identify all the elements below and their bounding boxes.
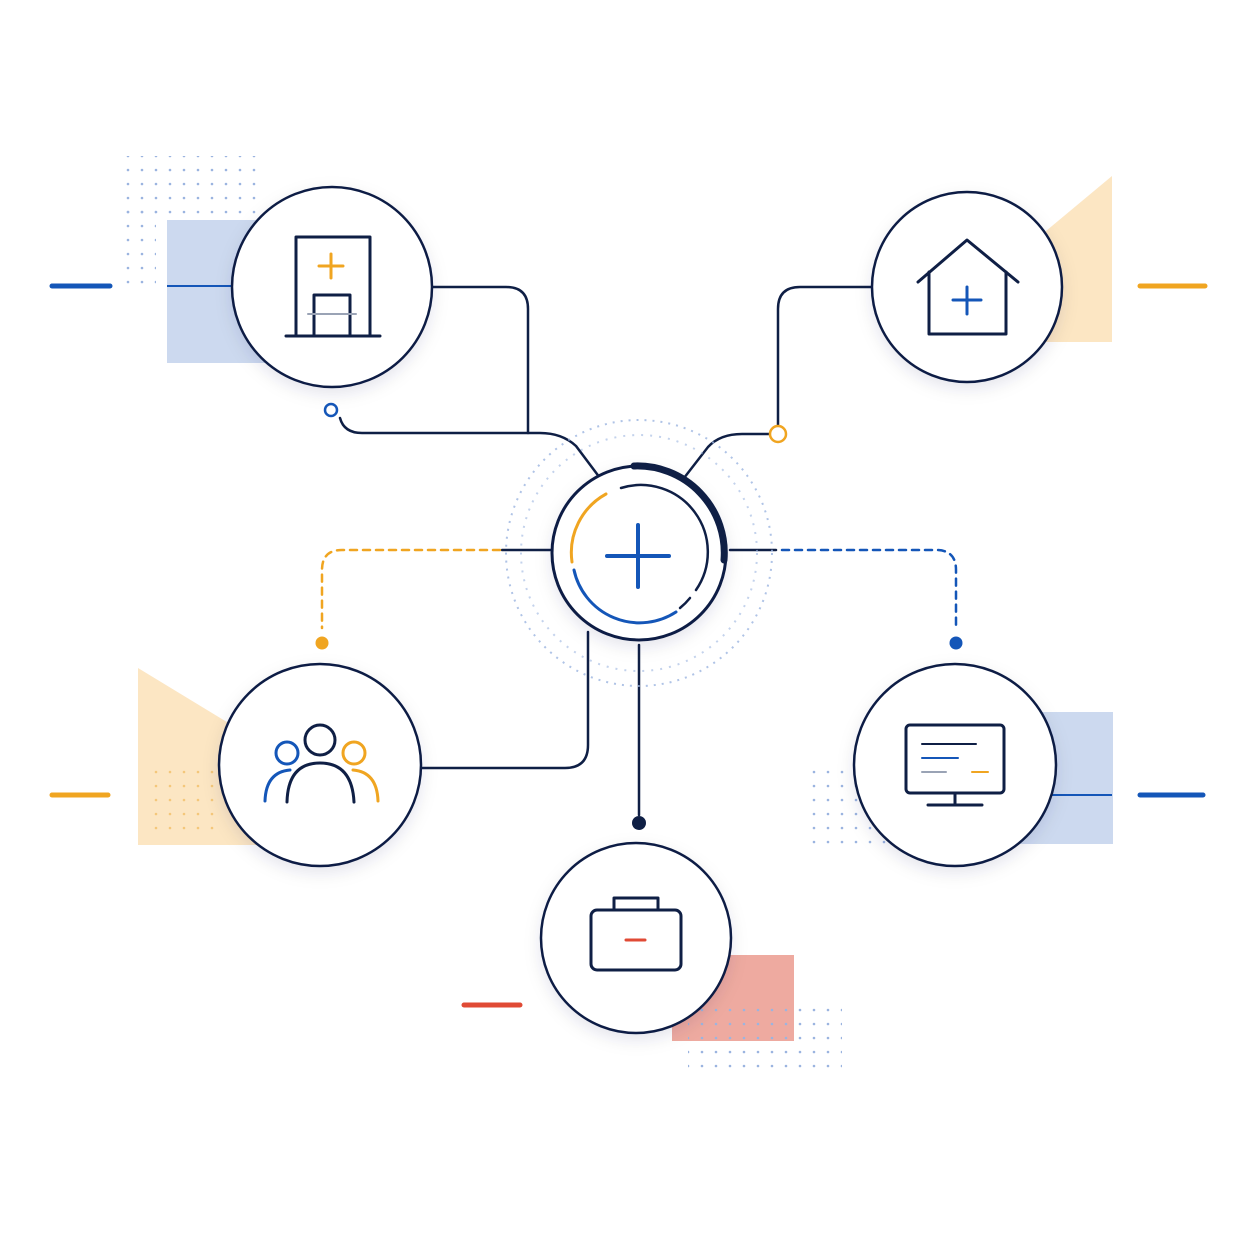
- connector-node-first-aid: [632, 816, 646, 830]
- hub-inner-ring-blue: [572, 568, 678, 625]
- connector-node-home-care: [768, 424, 788, 444]
- hub-halo-outer: [505, 419, 773, 687]
- connector-patients-to-hub: [420, 630, 590, 770]
- first-aid-kit-icon: [589, 896, 683, 972]
- connector-home-care: [776, 285, 874, 435]
- node-telehealth[interactable]: [852, 662, 1058, 868]
- dot-grid-bottom: [688, 1005, 842, 1075]
- dot-grid-left: [154, 762, 224, 832]
- connector-hospital: [430, 285, 530, 435]
- connector-node-patients: [315, 636, 329, 650]
- node-home-care[interactable]: [870, 190, 1064, 384]
- connector-node-hospital: [323, 402, 339, 418]
- medical-plus-icon: [605, 523, 671, 589]
- hub-inner-ring-gap: [678, 596, 692, 610]
- dot-grid-top-left-column: [126, 200, 156, 290]
- node-first-aid-circle: [539, 841, 733, 1035]
- node-hospital[interactable]: [230, 185, 434, 389]
- connector-hospital-to-hub: [338, 416, 602, 480]
- node-first-aid[interactable]: [539, 841, 733, 1035]
- people-group-icon: [263, 723, 380, 804]
- connector-home-to-hub: [682, 432, 772, 480]
- connector-telehealth-dashed: [780, 548, 958, 630]
- central-hub[interactable]: [505, 419, 773, 687]
- node-telehealth-circle: [852, 662, 1058, 868]
- hub-inner-ring-navy: [619, 483, 710, 592]
- node-patients-circle: [217, 662, 423, 868]
- hub-accent-arc: [630, 462, 728, 564]
- node-patients[interactable]: [217, 662, 423, 868]
- connector-node-telehealth: [949, 636, 963, 650]
- hub-halo-inner: [520, 434, 758, 672]
- hospital-building-icon: [284, 235, 382, 338]
- connectors: [315, 285, 986, 830]
- node-hospital-circle: [230, 185, 434, 389]
- home-medical-icon: [916, 238, 1020, 336]
- connector-patients-dashed: [320, 548, 502, 630]
- monitor-icon: [904, 723, 1006, 807]
- hub-inner-ring-orange: [569, 492, 608, 564]
